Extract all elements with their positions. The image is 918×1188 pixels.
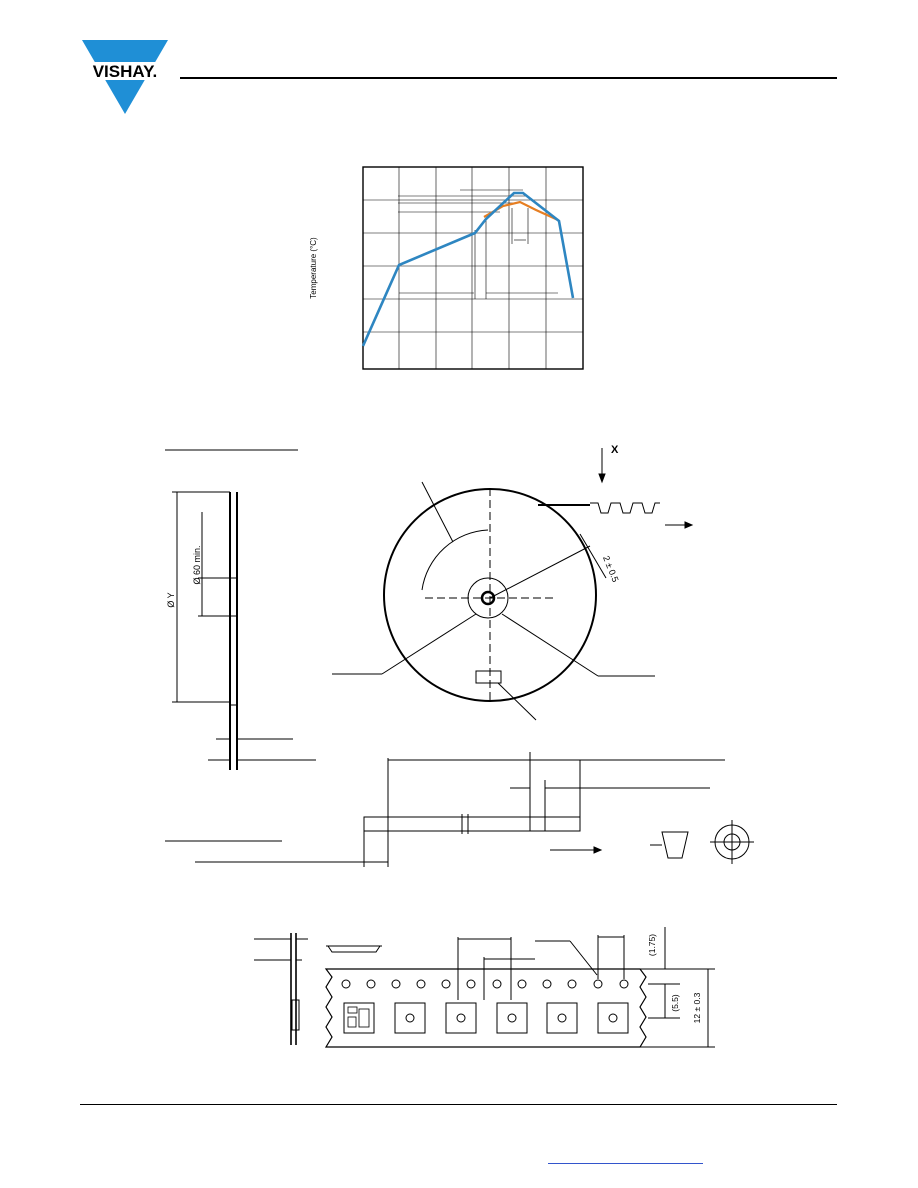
footer-rule	[80, 1104, 837, 1105]
reel-diameter-label: Ø Y	[166, 592, 176, 607]
tape-pocket-detail	[326, 945, 382, 953]
reel-tape-offset-label: 2 ± 0.5	[601, 554, 621, 583]
tape-pitch-label: (1.75)	[647, 934, 657, 956]
reflow-profile-chart: Temperature (°C)	[309, 166, 584, 370]
footer-link-underline[interactable]	[548, 1163, 703, 1164]
reel-drawing: X Ø 60 min. Ø Y 2 ± 0.5	[165, 444, 754, 867]
reel-side-view	[172, 491, 316, 770]
carrier-tape-drawing: (1.75) (5.5) 12 ± 0.3	[254, 927, 715, 1048]
tape-side-view	[254, 933, 308, 1045]
reel-front-view	[332, 448, 694, 721]
vishay-logo: VISHAY.	[76, 40, 174, 114]
profile-leadfree-curve	[361, 191, 575, 347]
reel-view-marker: X	[611, 444, 619, 456]
tape-pocket-label: (5.5)	[670, 994, 680, 1012]
reel-hub-min-label: Ø 60 min.	[192, 545, 202, 584]
reel-section-view	[165, 752, 754, 867]
tape-top-view	[324, 927, 715, 1048]
header-rule	[180, 77, 837, 79]
logo-text: VISHAY.	[93, 62, 158, 81]
profile-ylabel: Temperature (°C)	[309, 237, 318, 299]
tape-width-label: 12 ± 0.3	[692, 992, 702, 1023]
profile-grid	[362, 166, 584, 370]
